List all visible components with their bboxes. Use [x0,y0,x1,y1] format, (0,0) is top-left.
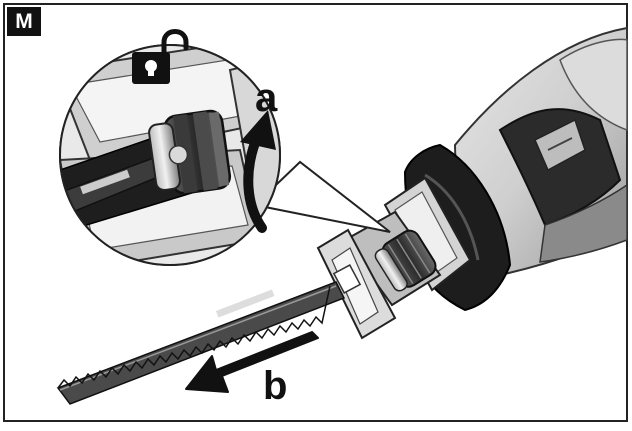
callout-label-a: a [255,76,278,120]
callout-label-b: b [263,364,288,408]
pull-out-arrow-icon [185,331,319,393]
reciprocating-saw [316,26,628,340]
rotate-counterclockwise-arrow-icon [240,110,276,233]
magnifier-leader [252,160,391,233]
saw-blade [56,281,346,405]
unlock-padlock-icon [132,29,189,84]
step-label-badge: M [7,7,41,36]
